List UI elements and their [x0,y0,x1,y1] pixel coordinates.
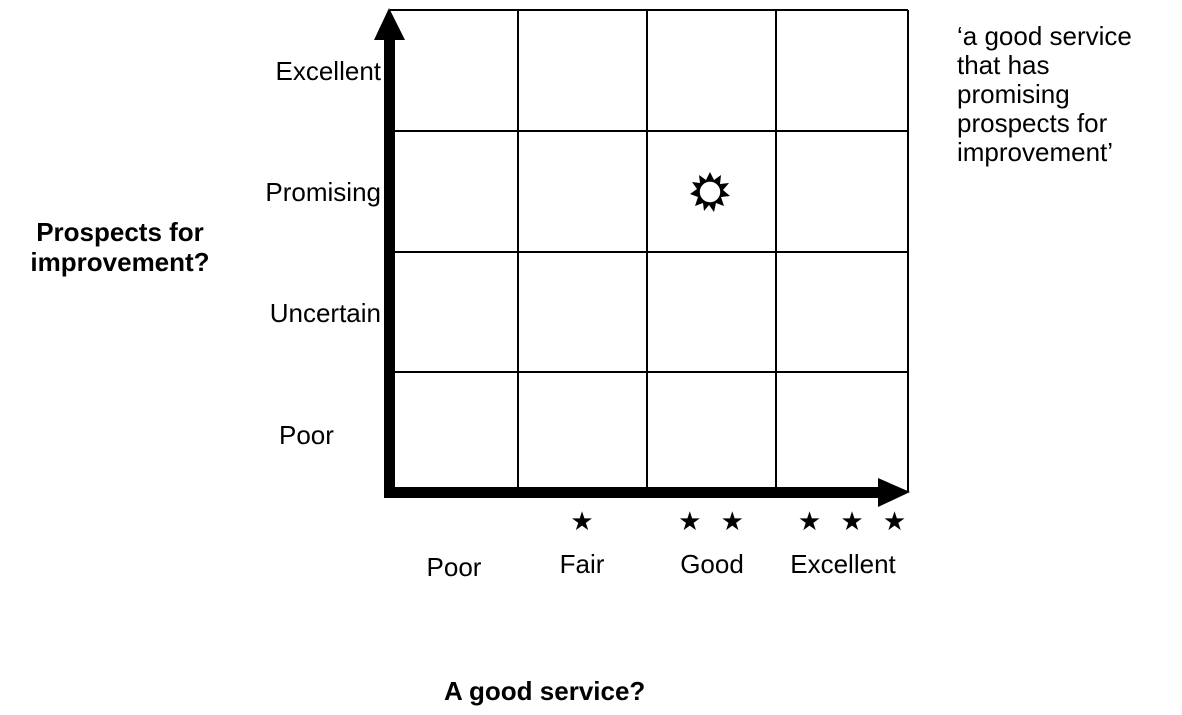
y-level-excellent: Excellent [275,56,382,86]
y-level-uncertain: Uncertain [269,298,381,328]
sun-icon [690,172,730,212]
x-level-poor: Poor [426,552,482,582]
y-level-promising: Promising [265,177,381,207]
note-line: prospects for [957,108,1108,138]
x-axis-title: A good service? [444,676,646,706]
x-level-good: Good [680,549,744,579]
x-level-excellent: Excellent [790,549,896,579]
x-axis-arrow [384,478,910,507]
y-axis-title-line1: Prospects for [36,217,204,247]
y-axis-arrow [374,8,405,498]
note-line: improvement’ [957,137,1114,167]
note-line: promising [957,79,1070,109]
stars-fair: ★ [570,506,600,536]
note-line: ‘a good service [957,21,1132,51]
y-axis-title-line2: improvement? [30,247,210,277]
stars-good: ★ ★ [678,506,750,536]
y-axis-title: Prospects for improvement? [8,217,232,277]
x-level-fair: Fair [559,549,605,579]
note-line: that has [957,50,1050,80]
stars-excellent: ★ ★ ★ [797,506,913,536]
y-level-poor: Poor [279,420,334,450]
annotation-note: ‘a good service that has promising prosp… [957,22,1132,167]
